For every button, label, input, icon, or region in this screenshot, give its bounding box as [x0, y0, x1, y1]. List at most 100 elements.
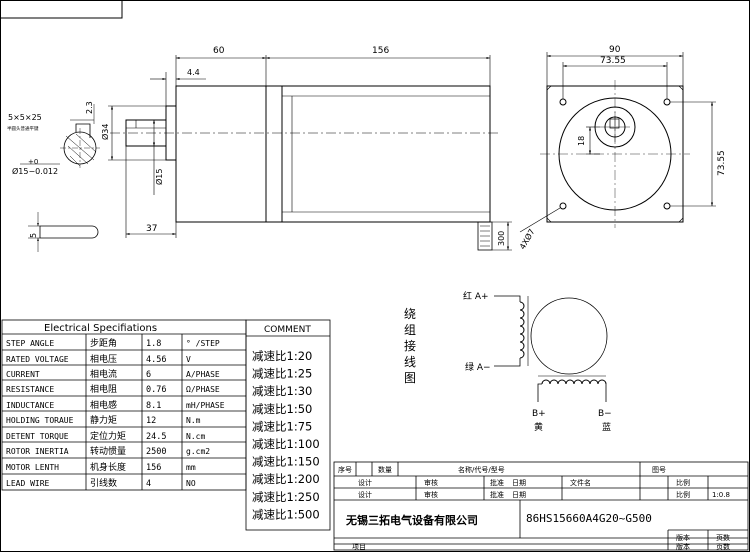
reduction-ratio-item: 减速比1:500	[252, 507, 320, 521]
reduction-ratio-item: 减速比1:250	[252, 490, 320, 504]
wiring-title-char: 接	[404, 338, 416, 353]
spec-param-zh: 静力矩	[90, 414, 117, 426]
dim-d15: Ø15	[154, 169, 164, 185]
spec-value: 156	[146, 463, 161, 473]
wiring-diagram	[494, 295, 608, 402]
ratio-list: 减速比1:20 减速比1:25 减速比1:30 减速比1:50 减速比1:75 减速比1:…	[252, 349, 320, 521]
wiring-title: 绕 组 接 线 图	[404, 307, 416, 385]
shaft-key-detail	[20, 104, 100, 168]
reduction-ratio-item: 减速比1:75	[252, 419, 312, 433]
spec-param-en: DETENT TORQUE	[6, 432, 69, 441]
dim-60: 60	[213, 46, 225, 56]
spec-value: 8.1	[146, 401, 161, 411]
tb-item: 项目	[352, 543, 366, 551]
tolerance-plus: +0	[28, 158, 38, 166]
wire-b-plus-color: 黄	[534, 421, 543, 433]
tb-ratio-value: 1:0.8	[712, 491, 730, 499]
spec-value: 0.76	[146, 385, 166, 395]
reduction-ratio-item: 减速比1:30	[252, 384, 312, 398]
spec-unit: N.cm	[186, 432, 205, 441]
spec-row: INDUCTANCE 相电感 8.1 mH/PHASE	[6, 399, 225, 411]
spec-param-zh: 引线数	[90, 477, 117, 489]
dim-5x5x25: 5×5×25	[8, 113, 42, 122]
tb-filename: 文件名	[570, 478, 591, 487]
wiring-title-char: 线	[404, 355, 416, 369]
dim-300: 300	[497, 231, 506, 246]
motor-front-view	[540, 80, 690, 228]
spec-param-zh: 相电流	[90, 368, 117, 380]
spec-param-zh: 相电压	[90, 353, 117, 365]
tb-approve-2: 批准	[490, 490, 504, 499]
tb-design-2: 设计	[358, 490, 372, 499]
dim-37: 37	[146, 224, 157, 234]
spec-row: CURRENT 相电流 6 A/PHASE	[6, 368, 220, 380]
front-view-dimensions	[519, 52, 716, 233]
spec-param-en: RESISTANCE	[6, 385, 54, 394]
tb-approve: 批准	[490, 478, 504, 487]
spec-param-en: ROTOR INERTIA	[6, 447, 69, 456]
spec-param-en: CURRENT	[6, 370, 40, 379]
tb-drawing-no: 图号	[652, 466, 666, 474]
spec-value: 6	[146, 370, 151, 380]
tb-date-2: 日期	[512, 491, 526, 499]
title-block-text: 序号 数量 名称/代号/型号 图号 设计 审核 批准 日期 文件名 比例 设计 …	[338, 465, 730, 551]
wiring-title-char: 组	[404, 323, 416, 337]
spec-param-zh: 机身长度	[90, 461, 126, 473]
reduction-ratio-item: 减速比1:25	[252, 367, 312, 381]
wire-b-plus: B+	[532, 409, 546, 419]
wire-red-a-plus: 红 A+	[463, 290, 489, 302]
dim-90: 90	[609, 45, 621, 55]
wiring-title-char: 绕	[404, 307, 416, 321]
reduction-ratio-item: 减速比1:150	[252, 455, 320, 469]
spec-param-zh: 转动惯量	[90, 445, 126, 457]
reduction-ratio-item: 减速比1:100	[252, 437, 320, 451]
spec-unit: g.cm2	[186, 447, 210, 456]
motor-side-view	[110, 85, 500, 251]
spec-param-en: STEP ANGLE	[6, 339, 54, 348]
dim-2-3: 2.3	[85, 101, 94, 114]
reduction-ratio-item: 减速比1:50	[252, 402, 312, 416]
spec-unit: A/PHASE	[186, 370, 220, 379]
comment-title: COMMENT	[264, 325, 311, 335]
title-block-grid	[333, 461, 749, 551]
dim-4-4: 4.4	[187, 68, 200, 77]
tb-edition: 版本	[676, 533, 690, 542]
spec-param-en: MOTOR LENTH	[6, 463, 59, 472]
spec-param-en: INDUCTANCE	[6, 401, 54, 410]
dim-73-55-top: 73.55	[600, 56, 626, 66]
spec-value: 2500	[146, 447, 166, 457]
key-note: 半圆头普通平键	[7, 125, 39, 132]
dim-156: 156	[372, 46, 389, 56]
spec-param-en: RATED VOLTAGE	[6, 355, 69, 364]
spec-value: 12	[146, 416, 156, 426]
spec-row: HOLDING TORAUE 静力矩 12 N.m	[6, 414, 201, 426]
tb-review: 审核	[424, 478, 438, 487]
spec-table-grid	[1, 319, 331, 531]
dim-4x7: 4XØ7	[517, 227, 537, 251]
spec-param-zh: 相电感	[90, 399, 117, 411]
reduction-ratio-item: 减速比1:20	[252, 349, 312, 363]
tb-model: 86HS15660A4G20~G500	[526, 512, 652, 525]
dim-d34: Ø34	[100, 124, 110, 140]
tb-date: 日期	[512, 479, 526, 487]
dim-18: 18	[577, 136, 586, 146]
tb-name-code: 名称/代号/型号	[458, 465, 505, 474]
spec-unit: N.m	[186, 416, 201, 425]
spec-value: 24.5	[146, 432, 166, 442]
tb-page-count: 页数	[716, 533, 730, 542]
spec-param-en: LEAD WIRE	[6, 479, 50, 488]
wiring-title-char: 图	[404, 371, 416, 385]
wire-b-minus-color: 蓝	[602, 421, 611, 433]
tb-design: 设计	[358, 478, 372, 487]
reduction-ratio-item: 减速比1:200	[252, 472, 320, 486]
spec-unit: V	[186, 355, 191, 364]
spec-unit: mH/PHASE	[186, 401, 225, 410]
spec-unit: NO	[186, 479, 196, 488]
spec-param-en: HOLDING TORAUE	[6, 416, 74, 425]
side-view-dimensions	[108, 55, 512, 251]
